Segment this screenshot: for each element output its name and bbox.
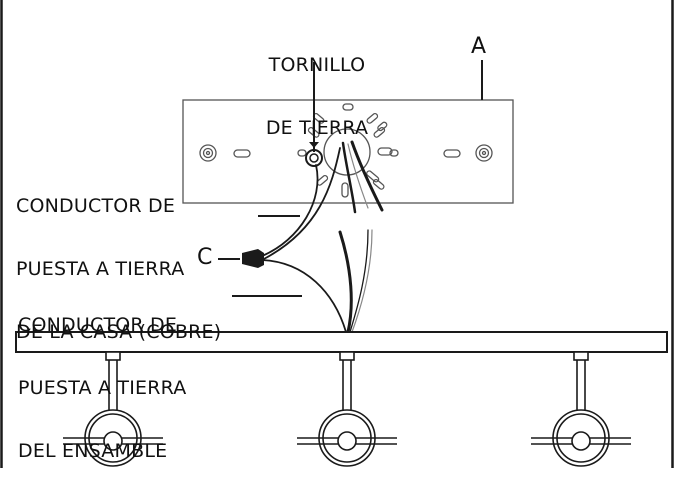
house-ground-label-line-2: PUESTA A TIERRA xyxy=(16,258,185,280)
ground-wires xyxy=(261,147,347,333)
ground-screw-label-line-1: TORNILLO xyxy=(268,54,366,76)
light-head-1 xyxy=(63,351,163,467)
wiring-diagram xyxy=(0,0,674,468)
house-ground-label-line-3: DE LA CASA (COBRE) xyxy=(16,321,222,343)
assembly-ground-label-line-2: PUESTA A TIERRA xyxy=(18,377,187,399)
wire-nut-label: C xyxy=(197,245,213,270)
wire-nut xyxy=(218,249,264,268)
ground-screw-label: TORNILLO DE TIERRA xyxy=(254,13,380,160)
light-head-2 xyxy=(297,351,397,467)
ground-screw-label-line-2: DE TIERRA xyxy=(265,117,369,139)
assembly-ground-label-line-3: DEL ENSAMBLE xyxy=(18,440,168,462)
house-ground-label: CONDUCTOR DE PUESTA A TIERRA DE LA CASA … xyxy=(16,154,221,364)
plate-label: A xyxy=(471,34,487,59)
page-border xyxy=(0,0,674,468)
light-head-3 xyxy=(531,351,631,467)
ground-screw xyxy=(305,62,323,167)
mounting-plate xyxy=(182,99,514,204)
house-ground-label-line-1: CONDUCTOR DE xyxy=(16,195,176,217)
assembly-ground-label-line-1: CONDUCTOR DE xyxy=(18,314,178,336)
assembly-ground-label: CONDUCTOR DE PUESTA A TIERRA DEL ENSAMBL… xyxy=(18,273,186,483)
supply-wires xyxy=(338,140,384,334)
